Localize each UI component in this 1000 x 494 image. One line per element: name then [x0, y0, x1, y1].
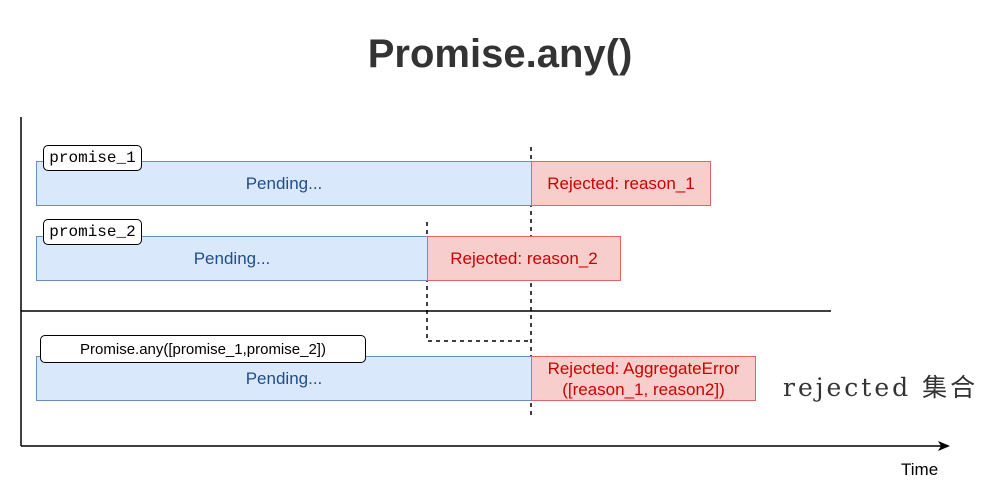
promise-1-rejected-bar: Rejected: reason_1: [531, 161, 711, 206]
promise-any-rejected-label-line1: Rejected: AggregateError: [547, 358, 740, 378]
time-axis-label: Time: [901, 460, 939, 479]
rejected-collection-note: rejected 集合: [783, 373, 979, 402]
promise-any-rejected-label-line2: ([reason_1, reason2]): [562, 379, 725, 399]
promise-1-rejected-label: Rejected: reason_1: [547, 174, 695, 193]
promise-any-tag: Promise.any([promise_1,promise_2]): [40, 335, 366, 363]
promise-2-rejected-label: Rejected: reason_2: [450, 249, 598, 268]
promise-2-tag: promise_2: [43, 219, 142, 245]
promise-1-tag-label: promise_1: [49, 149, 136, 167]
promise-1-tag: promise_1: [43, 145, 142, 171]
promise-1-pending-label: Pending...: [245, 174, 323, 193]
promise-2-rejected-bar: Rejected: reason_2: [427, 236, 621, 281]
promise-any-tag-label: Promise.any([promise_1,promise_2]): [80, 340, 326, 358]
promise-any-rejected-bar: Rejected: AggregateError ([reason_1, rea…: [531, 356, 756, 401]
promise-2-pending-label: Pending...: [193, 249, 271, 268]
promise-any-pending-label: Pending...: [245, 369, 323, 388]
promise-2-tag-label: promise_2: [49, 223, 136, 241]
diagram-title: Promise.any(): [367, 32, 633, 76]
